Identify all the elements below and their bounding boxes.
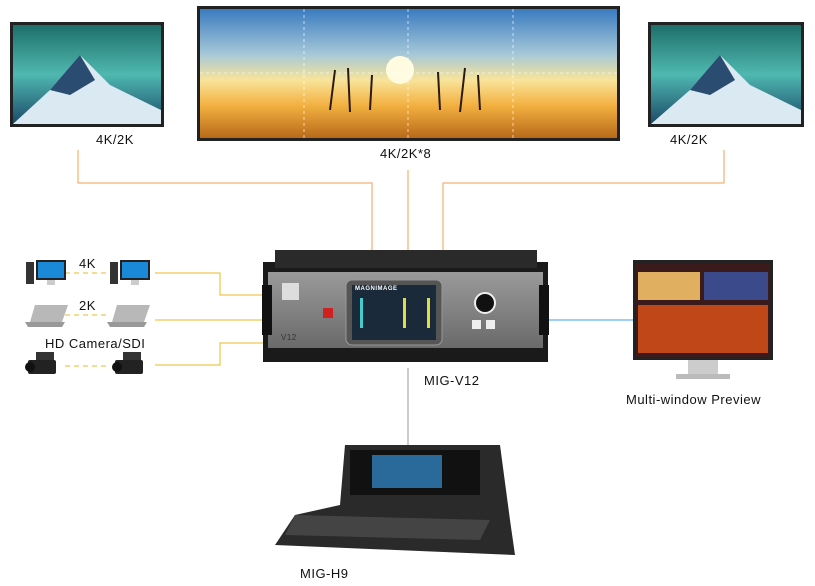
preview-label: Multi-window Preview (626, 392, 761, 407)
device-screen-brand: MAGNIMAGE (355, 286, 398, 292)
right-output-monitor (648, 22, 804, 127)
right-monitor-label: 4K/2K (670, 132, 708, 147)
preview-monitor (633, 260, 773, 379)
video-wall-label: 4K/2K*8 (380, 146, 432, 161)
left-output-monitor (10, 22, 164, 127)
video-wall (197, 6, 620, 141)
camera-source-icons (25, 352, 143, 374)
laptop-source-icons (25, 305, 150, 327)
console-name-label: MIG-H9 (300, 566, 349, 581)
device-panel-model: V12 (281, 333, 297, 342)
input-lines (65, 272, 263, 367)
mig-h9-console (275, 445, 515, 555)
laptop-input-label: 2K (79, 298, 96, 313)
pc-source-icons (26, 260, 150, 285)
left-monitor-label: 4K/2K (96, 132, 134, 147)
output-lines (77, 150, 725, 252)
device-name-label: MIG-V12 (424, 373, 480, 388)
pc-input-label: 4K (79, 256, 96, 271)
camera-input-label: HD Camera/SDI (45, 336, 146, 351)
mig-v12-device (262, 250, 549, 362)
